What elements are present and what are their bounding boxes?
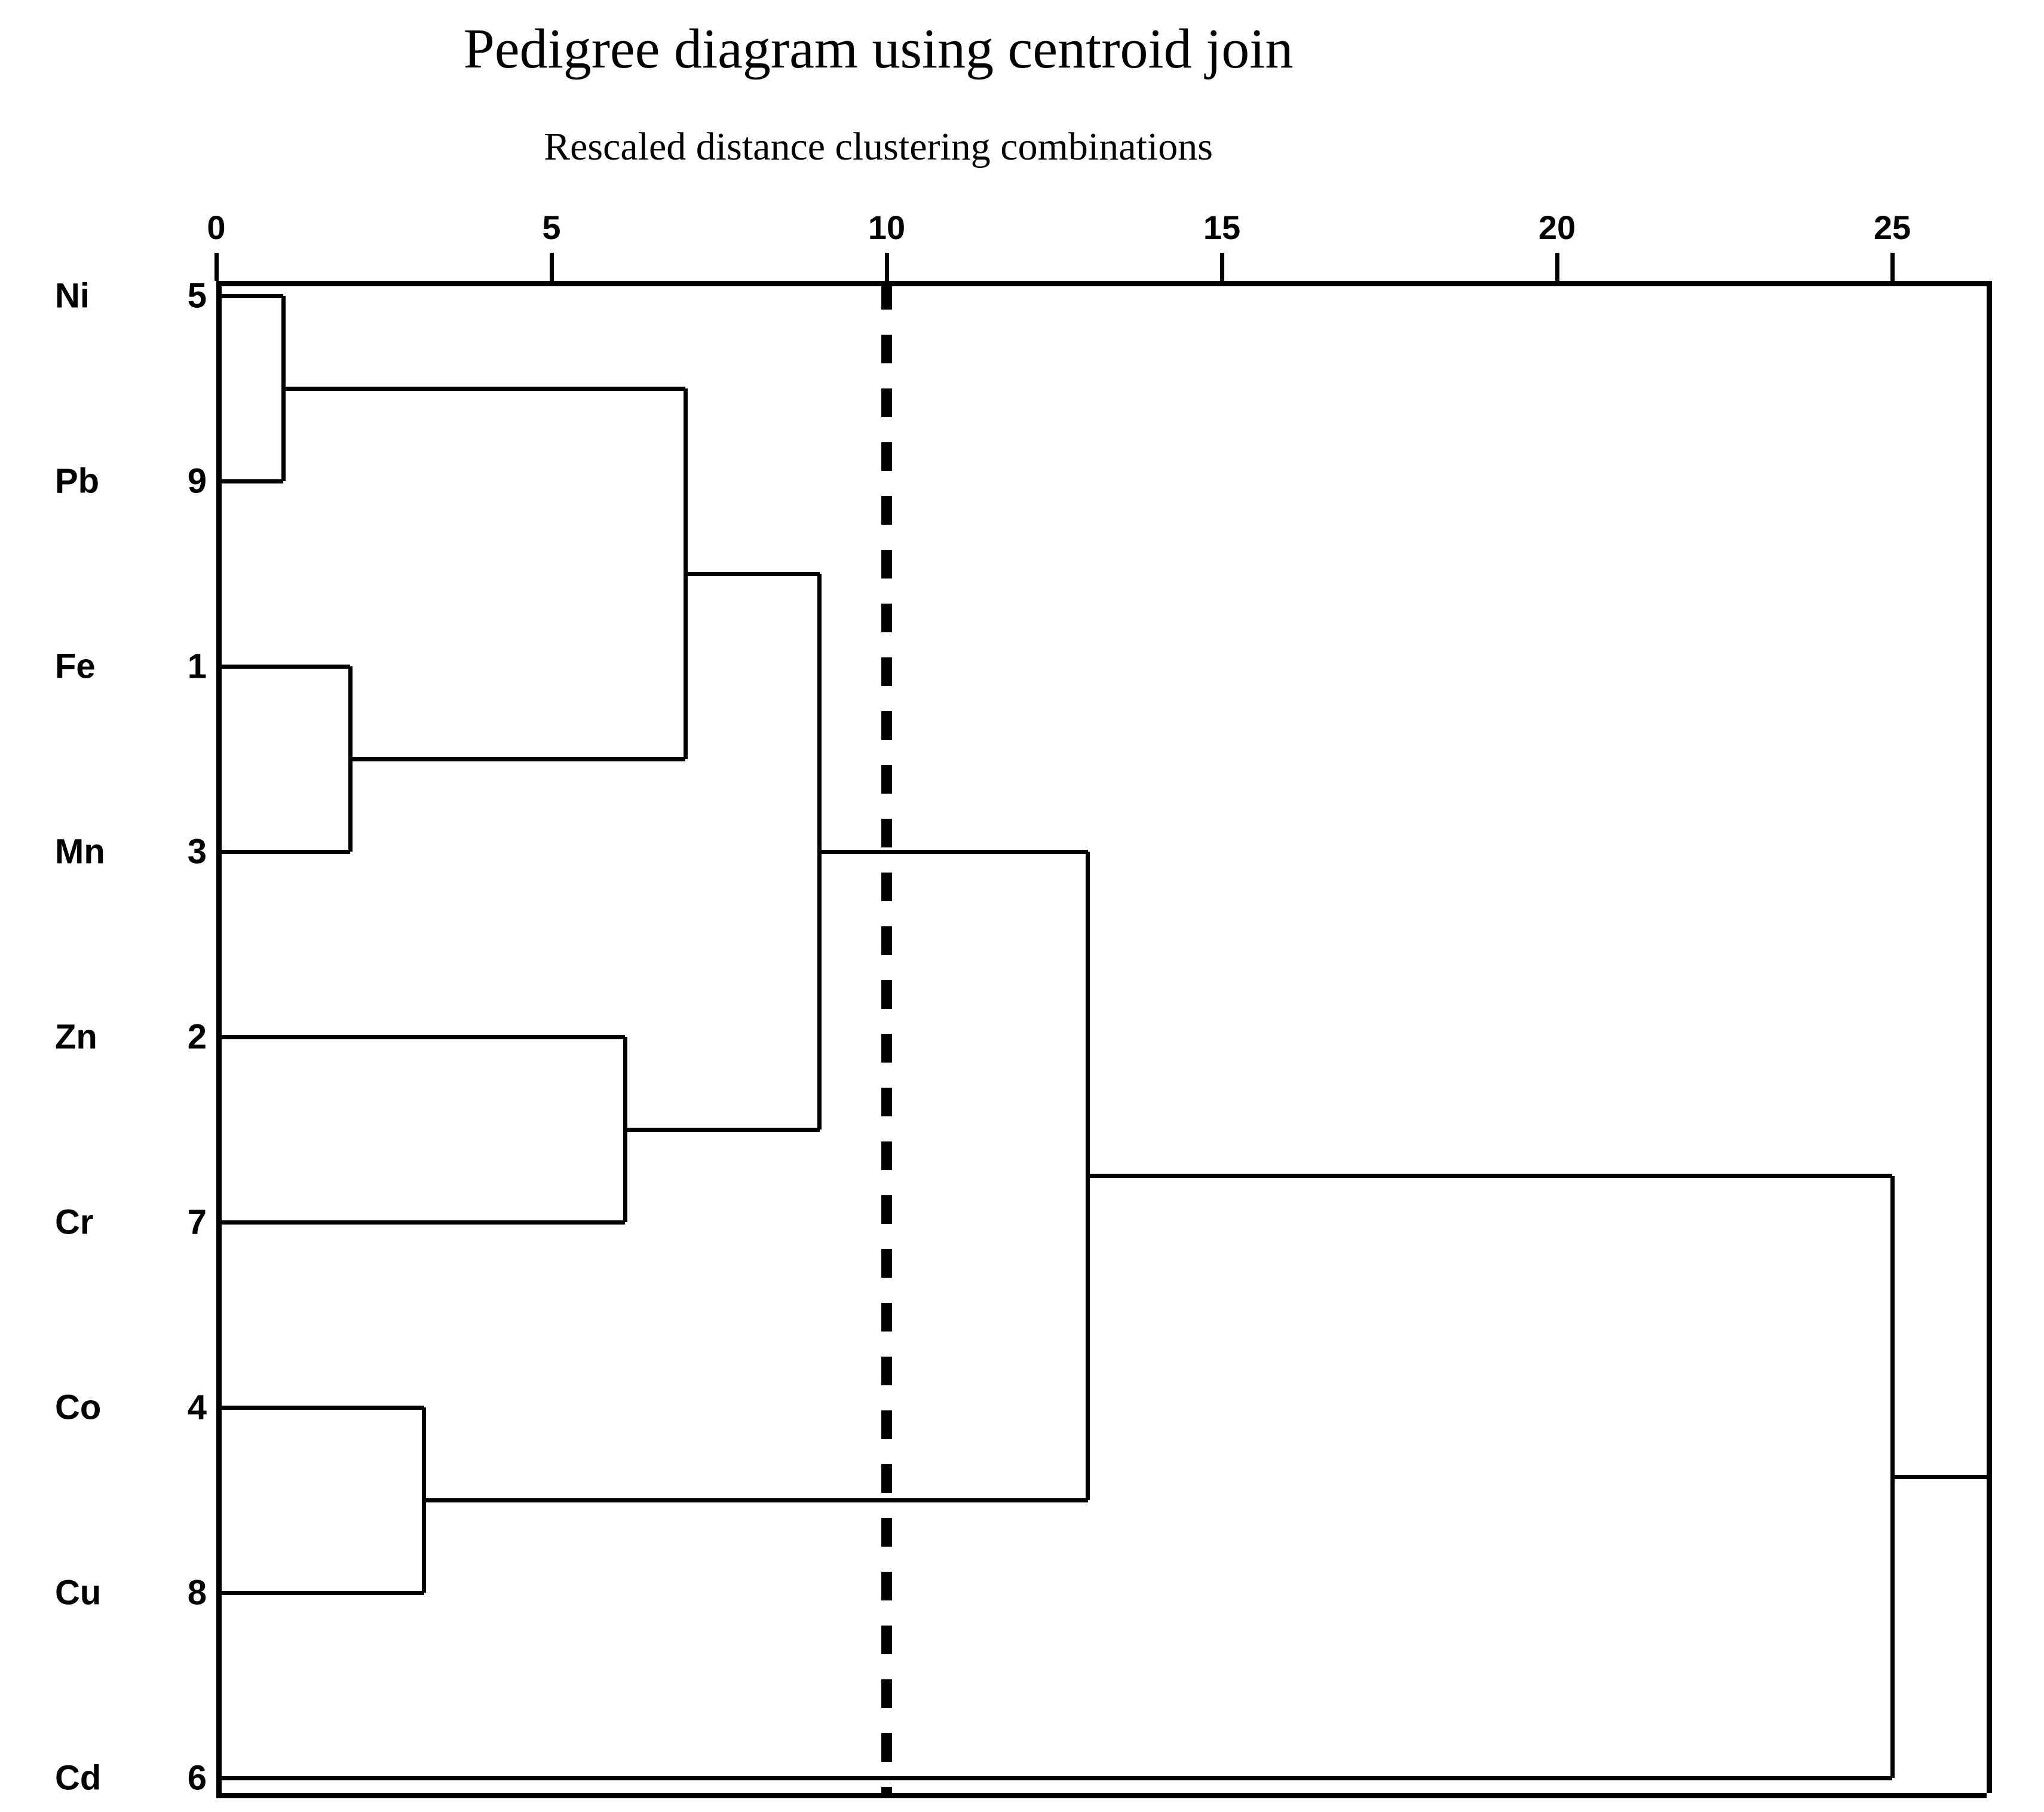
leaf-label-cu: Cu: [55, 1573, 102, 1612]
leaf-number-cd: 6: [187, 1758, 207, 1798]
leaf-label-cd: Cd: [55, 1758, 102, 1798]
chart-title: Pedigree diagram using centroid join: [463, 18, 1294, 80]
axis-tick-label-20: 20: [1538, 209, 1576, 246]
leaf-number-mn: 3: [187, 832, 207, 871]
branch-h-m6-1: [685, 571, 820, 576]
axis-tick-label-5: 5: [542, 209, 561, 246]
branch-h-m3-0: [216, 1405, 424, 1410]
axis-tick-mark-5: [550, 253, 554, 281]
branch-h-m2-0: [216, 664, 351, 669]
axis-tick-mark-10: [885, 253, 889, 281]
branch-h-m1-0: [216, 293, 284, 298]
branch-h-m4-0: [216, 1034, 626, 1039]
branch-h-m6-0: [625, 1127, 820, 1132]
leaf-number-fe: 1: [187, 647, 207, 686]
branch-h-m5-0: [283, 386, 686, 391]
leaf-number-cr: 7: [187, 1202, 207, 1242]
axis-tick-mark-15: [1220, 253, 1224, 281]
axis-tick-mark-25: [1890, 253, 1895, 281]
branch-h-m2-1: [216, 849, 351, 854]
leaf-number-co: 4: [187, 1388, 207, 1427]
root-stub: [1892, 1474, 1987, 1479]
axis-tick-label-25: 25: [1873, 209, 1911, 246]
leaf-number-cu: 8: [187, 1573, 207, 1612]
chart-subtitle: Rescaled distance clustering combination…: [544, 125, 1213, 169]
branch-h-m8-1: [1087, 1174, 1892, 1178]
leaf-label-mn: Mn: [55, 832, 105, 871]
branch-h-m7-1: [819, 849, 1088, 854]
leaf-number-ni: 5: [187, 276, 207, 316]
plot-border-right: [1987, 281, 1992, 1793]
plot-border-top: [216, 281, 1987, 286]
branch-h-m4-1: [216, 1220, 626, 1225]
plot-border-bottom: [216, 1793, 1987, 1798]
branch-h-m5-1: [350, 757, 686, 761]
leaf-label-zn: Zn: [55, 1017, 97, 1057]
leaf-number-zn: 2: [187, 1017, 207, 1057]
leaf-label-fe: Fe: [55, 647, 96, 686]
branch-h-m7-0: [424, 1498, 1088, 1502]
cluster-cut-line: [881, 281, 892, 1798]
branch-h-m8-0: [216, 1776, 1892, 1780]
axis-tick-mark-20: [1555, 253, 1559, 281]
leaf-number-pb: 9: [187, 461, 207, 501]
leaf-label-co: Co: [55, 1388, 102, 1427]
leaf-label-pb: Pb: [55, 461, 100, 501]
leaf-label-ni: Ni: [55, 276, 90, 316]
axis-tick-label-0: 0: [207, 209, 226, 246]
axis-tick-label-10: 10: [868, 209, 906, 246]
branch-h-m1-1: [216, 479, 284, 483]
leaf-label-cr: Cr: [55, 1202, 94, 1242]
branch-h-m3-1: [216, 1590, 424, 1595]
axis-tick-mark-0: [214, 253, 219, 281]
axis-tick-label-15: 15: [1203, 209, 1241, 246]
